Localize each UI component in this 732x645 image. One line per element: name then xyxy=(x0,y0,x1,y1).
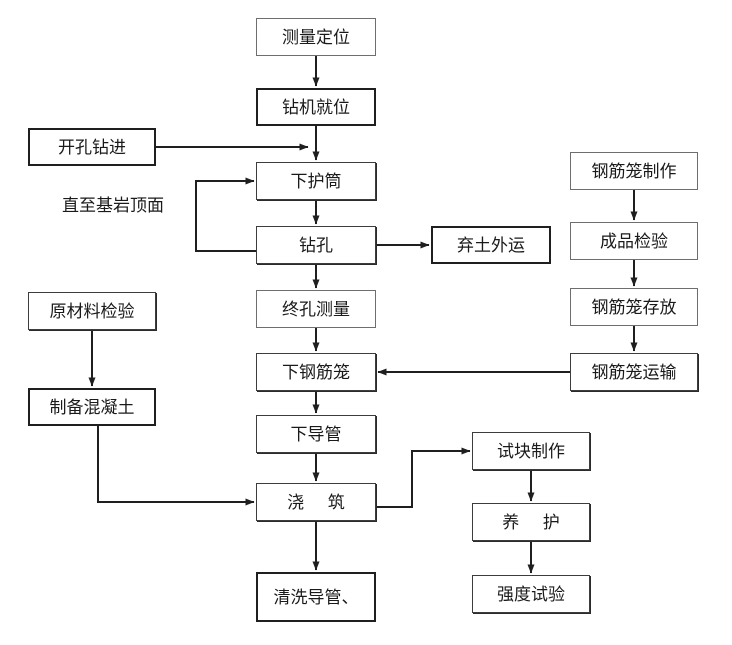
node-start-drill[interactable]: 开孔钻进 xyxy=(28,128,156,166)
connector-prep-to-pour xyxy=(97,426,255,506)
node-pour[interactable]: 浇 筑 xyxy=(256,483,376,521)
connector-pour-to-testblock xyxy=(376,447,471,508)
node-label-final-survey: 终孔测量 xyxy=(282,299,350,319)
node-curing[interactable]: 养 护 xyxy=(472,503,590,541)
node-label-casing: 下护筒 xyxy=(290,171,342,191)
node-cage-haul[interactable]: 钢筋笼运输 xyxy=(570,353,698,391)
node-label-pour: 浇 筑 xyxy=(287,492,355,512)
node-label-product-check: 成品检验 xyxy=(600,231,668,251)
node-label-strength-test: 强度试验 xyxy=(497,584,565,604)
node-cage-store[interactable]: 钢筋笼存放 xyxy=(570,288,698,326)
node-label-curing: 养 护 xyxy=(502,512,570,532)
node-strength-test[interactable]: 强度试验 xyxy=(472,575,590,613)
edge-group xyxy=(88,56,638,574)
node-label-survey: 测量定位 xyxy=(282,27,350,47)
node-label-start-drill: 开孔钻进 xyxy=(58,137,126,157)
node-product-check[interactable]: 成品检验 xyxy=(570,222,698,260)
node-label-clean-pipe: 清洗导管、 xyxy=(273,587,359,607)
node-label-lower-cage: 下钢筋笼 xyxy=(282,362,350,382)
node-drill-hole[interactable]: 钻孔 xyxy=(256,226,376,264)
node-label-raw-check: 原材料检验 xyxy=(49,301,135,321)
node-prep-concrete[interactable]: 制备混凝土 xyxy=(28,388,156,426)
node-label-lower-pipe: 下导管 xyxy=(290,424,342,444)
node-lower-pipe[interactable]: 下导管 xyxy=(256,415,376,453)
annotation-until-bedrock: 直至基岩顶面 xyxy=(62,196,164,215)
node-label-rig: 钻机就位 xyxy=(282,97,350,117)
node-label-test-block: 试块制作 xyxy=(497,441,565,461)
node-final-survey[interactable]: 终孔测量 xyxy=(256,290,376,328)
node-lower-cage[interactable]: 下钢筋笼 xyxy=(256,353,376,391)
node-label-prep-concrete: 制备混凝土 xyxy=(49,397,135,417)
node-label-cage-haul: 钢筋笼运输 xyxy=(591,362,677,382)
node-label-drill-hole: 钻孔 xyxy=(299,235,333,255)
node-label-cage-store: 钢筋笼存放 xyxy=(591,297,677,317)
node-label-cage-make: 钢筋笼制作 xyxy=(591,161,677,181)
node-casing[interactable]: 下护筒 xyxy=(256,162,376,200)
node-survey[interactable]: 测量定位 xyxy=(256,18,376,56)
node-rig[interactable]: 钻机就位 xyxy=(256,88,376,126)
node-label-soil-haul: 弃土外运 xyxy=(457,235,525,255)
node-cage-make[interactable]: 钢筋笼制作 xyxy=(570,152,698,190)
node-soil-haul[interactable]: 弃土外运 xyxy=(431,226,551,264)
node-test-block[interactable]: 试块制作 xyxy=(472,432,590,470)
connector-drillhole-to-casing-loop xyxy=(195,177,256,252)
node-raw-check[interactable]: 原材料检验 xyxy=(28,292,156,330)
node-clean-pipe[interactable]: 清洗导管、 xyxy=(256,572,376,622)
